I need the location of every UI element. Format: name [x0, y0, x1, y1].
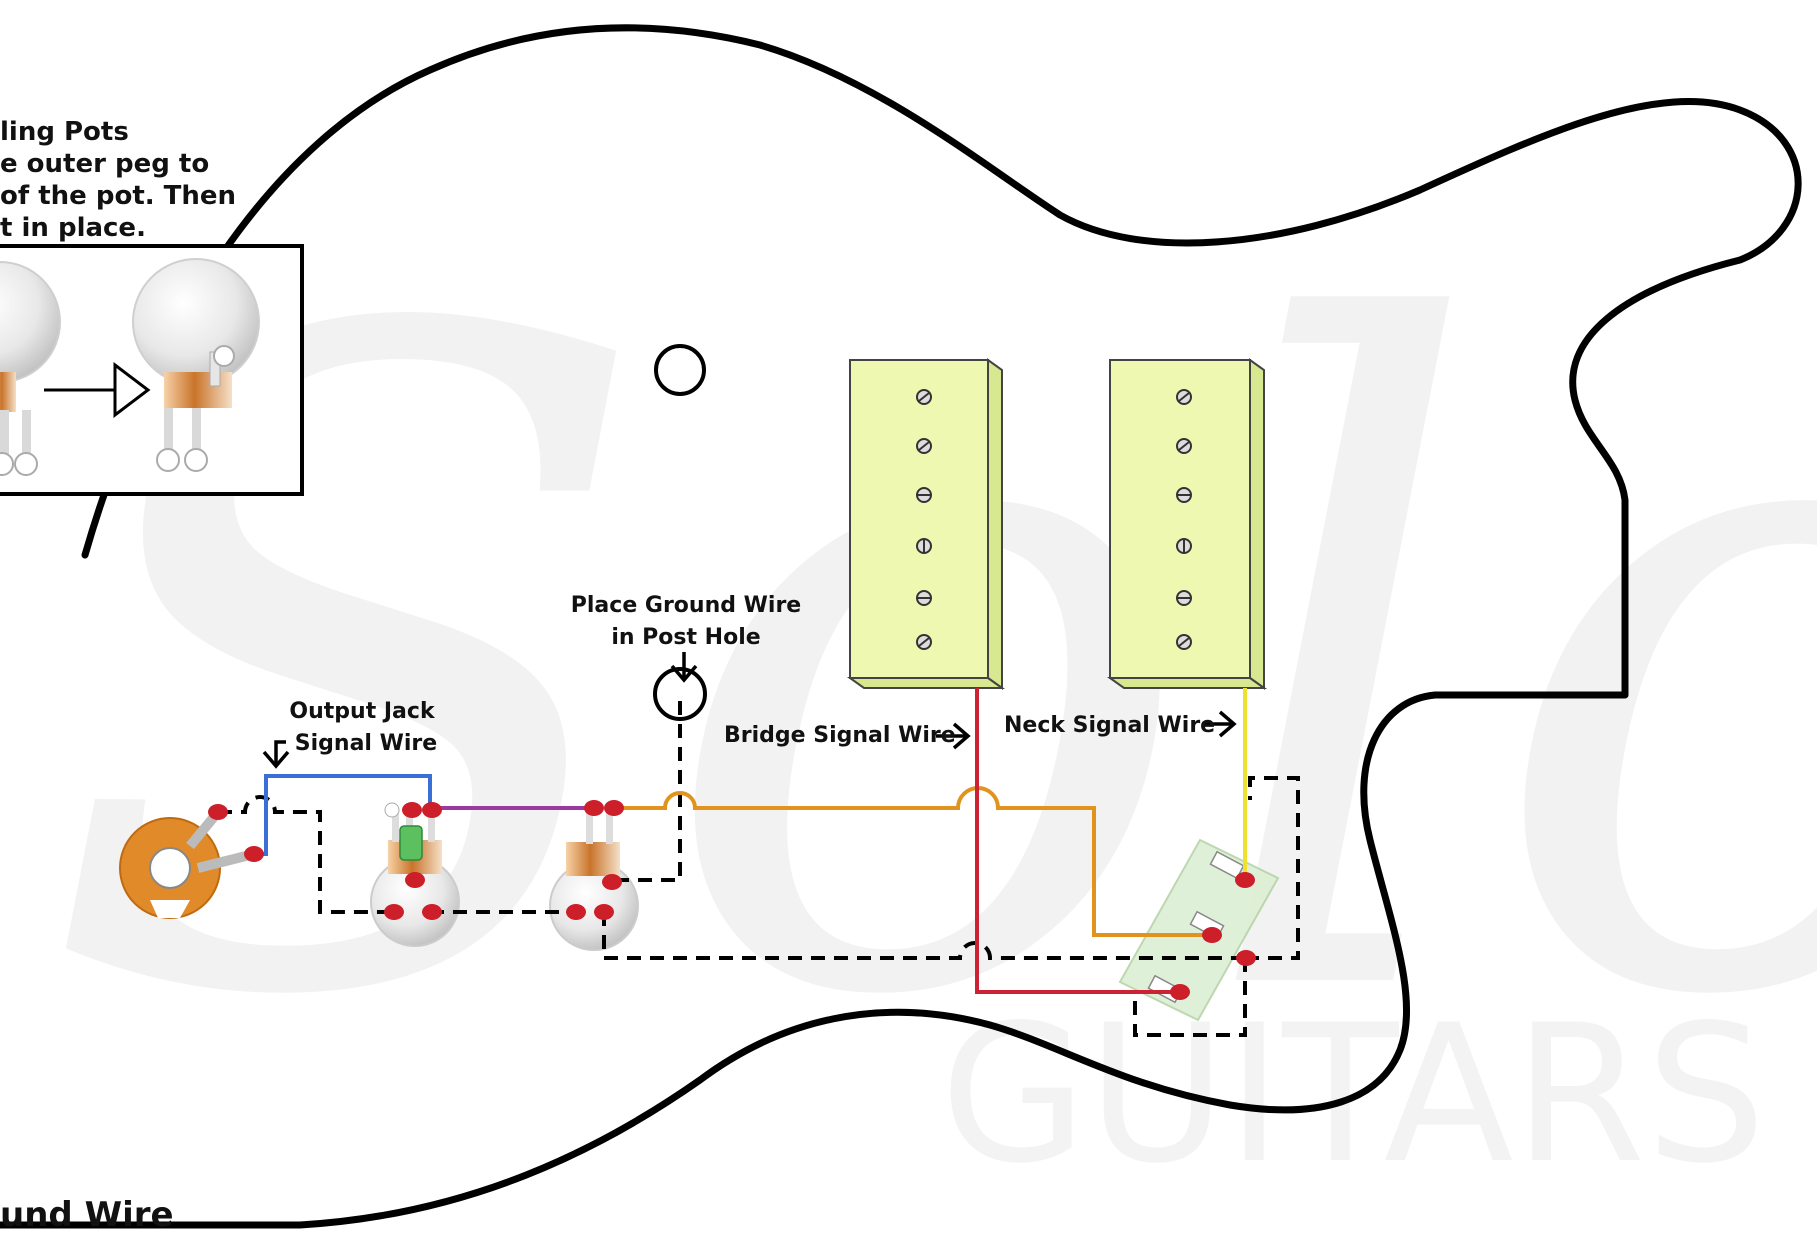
jack-label-line-1: Output Jack [289, 699, 436, 724]
pole-screws [1176, 389, 1192, 650]
volume-pot [370, 802, 460, 947]
diagram-labels: Place Ground Wire in Post Hole Output Ja… [0, 593, 1215, 1233]
ground-wires [218, 700, 1300, 1037]
ground-arrow-icon [670, 652, 698, 683]
solder-points [208, 800, 1256, 1000]
annotation-arrows [262, 652, 1237, 769]
bottom-ground-label: und Wire [0, 1195, 174, 1233]
wire-red [975, 688, 1180, 994]
neck-arrow-icon [1202, 710, 1237, 738]
wire-orange [612, 786, 1212, 937]
pots-text-line-1: ling Pots [0, 117, 129, 147]
pots-text-line-4: t in place. [0, 213, 146, 243]
pole-screws [916, 389, 932, 650]
ground-label-line-2: in Post Hole [611, 625, 760, 650]
jack-label-line-2: Signal Wire [295, 731, 437, 756]
mounting-hole [654, 344, 706, 396]
pot-after-icon [132, 258, 260, 472]
bridge-arrow-icon [936, 722, 971, 750]
guitar-body-outline [0, 24, 1802, 1229]
pots-text-line-2: e outer peg to [0, 149, 209, 179]
watermark: Solo GUITARS [40, 146, 1817, 1205]
ground-post-hole [653, 667, 707, 721]
jack-arrow-icon [262, 740, 290, 769]
ground-label-line-1: Place Ground Wire [571, 593, 801, 618]
tone-pot [549, 808, 639, 951]
neck-signal-label: Neck Signal Wire [1004, 713, 1215, 738]
capacitor [399, 825, 423, 861]
pots-instruction: ling Pots e outer peg to of the pot. The… [0, 117, 236, 243]
arrow-right-icon [44, 361, 151, 419]
pot-before-icon [0, 261, 61, 476]
neck-pickup [1106, 358, 1268, 690]
bridge-signal-label: Bridge Signal Wire [724, 723, 956, 748]
pots-text-line-3: of the pot. Then [0, 181, 236, 211]
pot-bending-inset [0, 244, 304, 496]
bridge-pickup [846, 358, 1006, 690]
